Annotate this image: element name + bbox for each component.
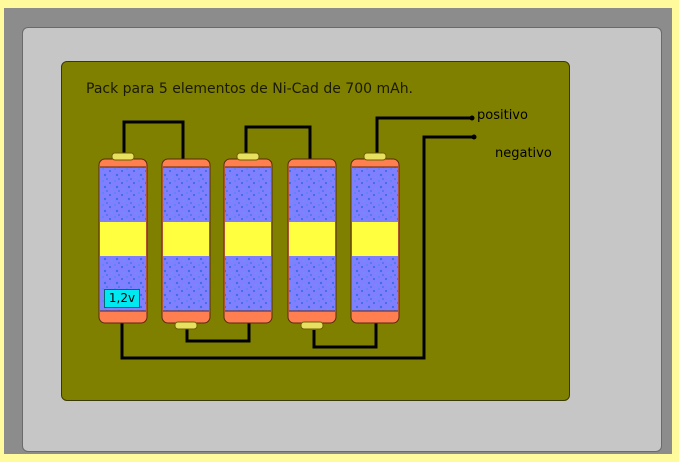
negative-terminal-dot: [471, 134, 477, 140]
positive-terminal-dot: [469, 115, 475, 121]
cell-band: [352, 222, 398, 256]
cell-group: [98, 152, 400, 330]
battery-cell-5: [350, 152, 400, 324]
cell-terminal: [111, 152, 135, 161]
cell-terminal: [363, 152, 387, 161]
battery-cell-3: [223, 152, 273, 324]
negative-label: negativo: [495, 146, 552, 161]
cell-band: [100, 222, 146, 256]
wire-4: [312, 323, 378, 349]
battery-cell-1: [98, 152, 148, 324]
wiring: [120, 115, 477, 360]
cell-terminal: [236, 152, 260, 161]
wire-5: [375, 116, 472, 153]
cell-voltage-label: 1,2v: [104, 289, 140, 308]
diagram-title: Pack para 5 elementos de Ni-Cad de 700 m…: [86, 81, 414, 97]
cell-terminal: [174, 321, 198, 330]
wire-2: [244, 125, 312, 159]
cell-band: [225, 222, 271, 256]
wire-3: [185, 323, 251, 343]
wire-1: [122, 120, 185, 159]
cell-terminal: [300, 321, 324, 330]
positive-label: positivo: [477, 108, 528, 123]
battery-cell-2: [161, 158, 211, 330]
cell-band: [289, 222, 335, 256]
cell-band: [163, 222, 209, 256]
battery-cell-4: [287, 158, 337, 330]
wire-6: [120, 135, 474, 360]
